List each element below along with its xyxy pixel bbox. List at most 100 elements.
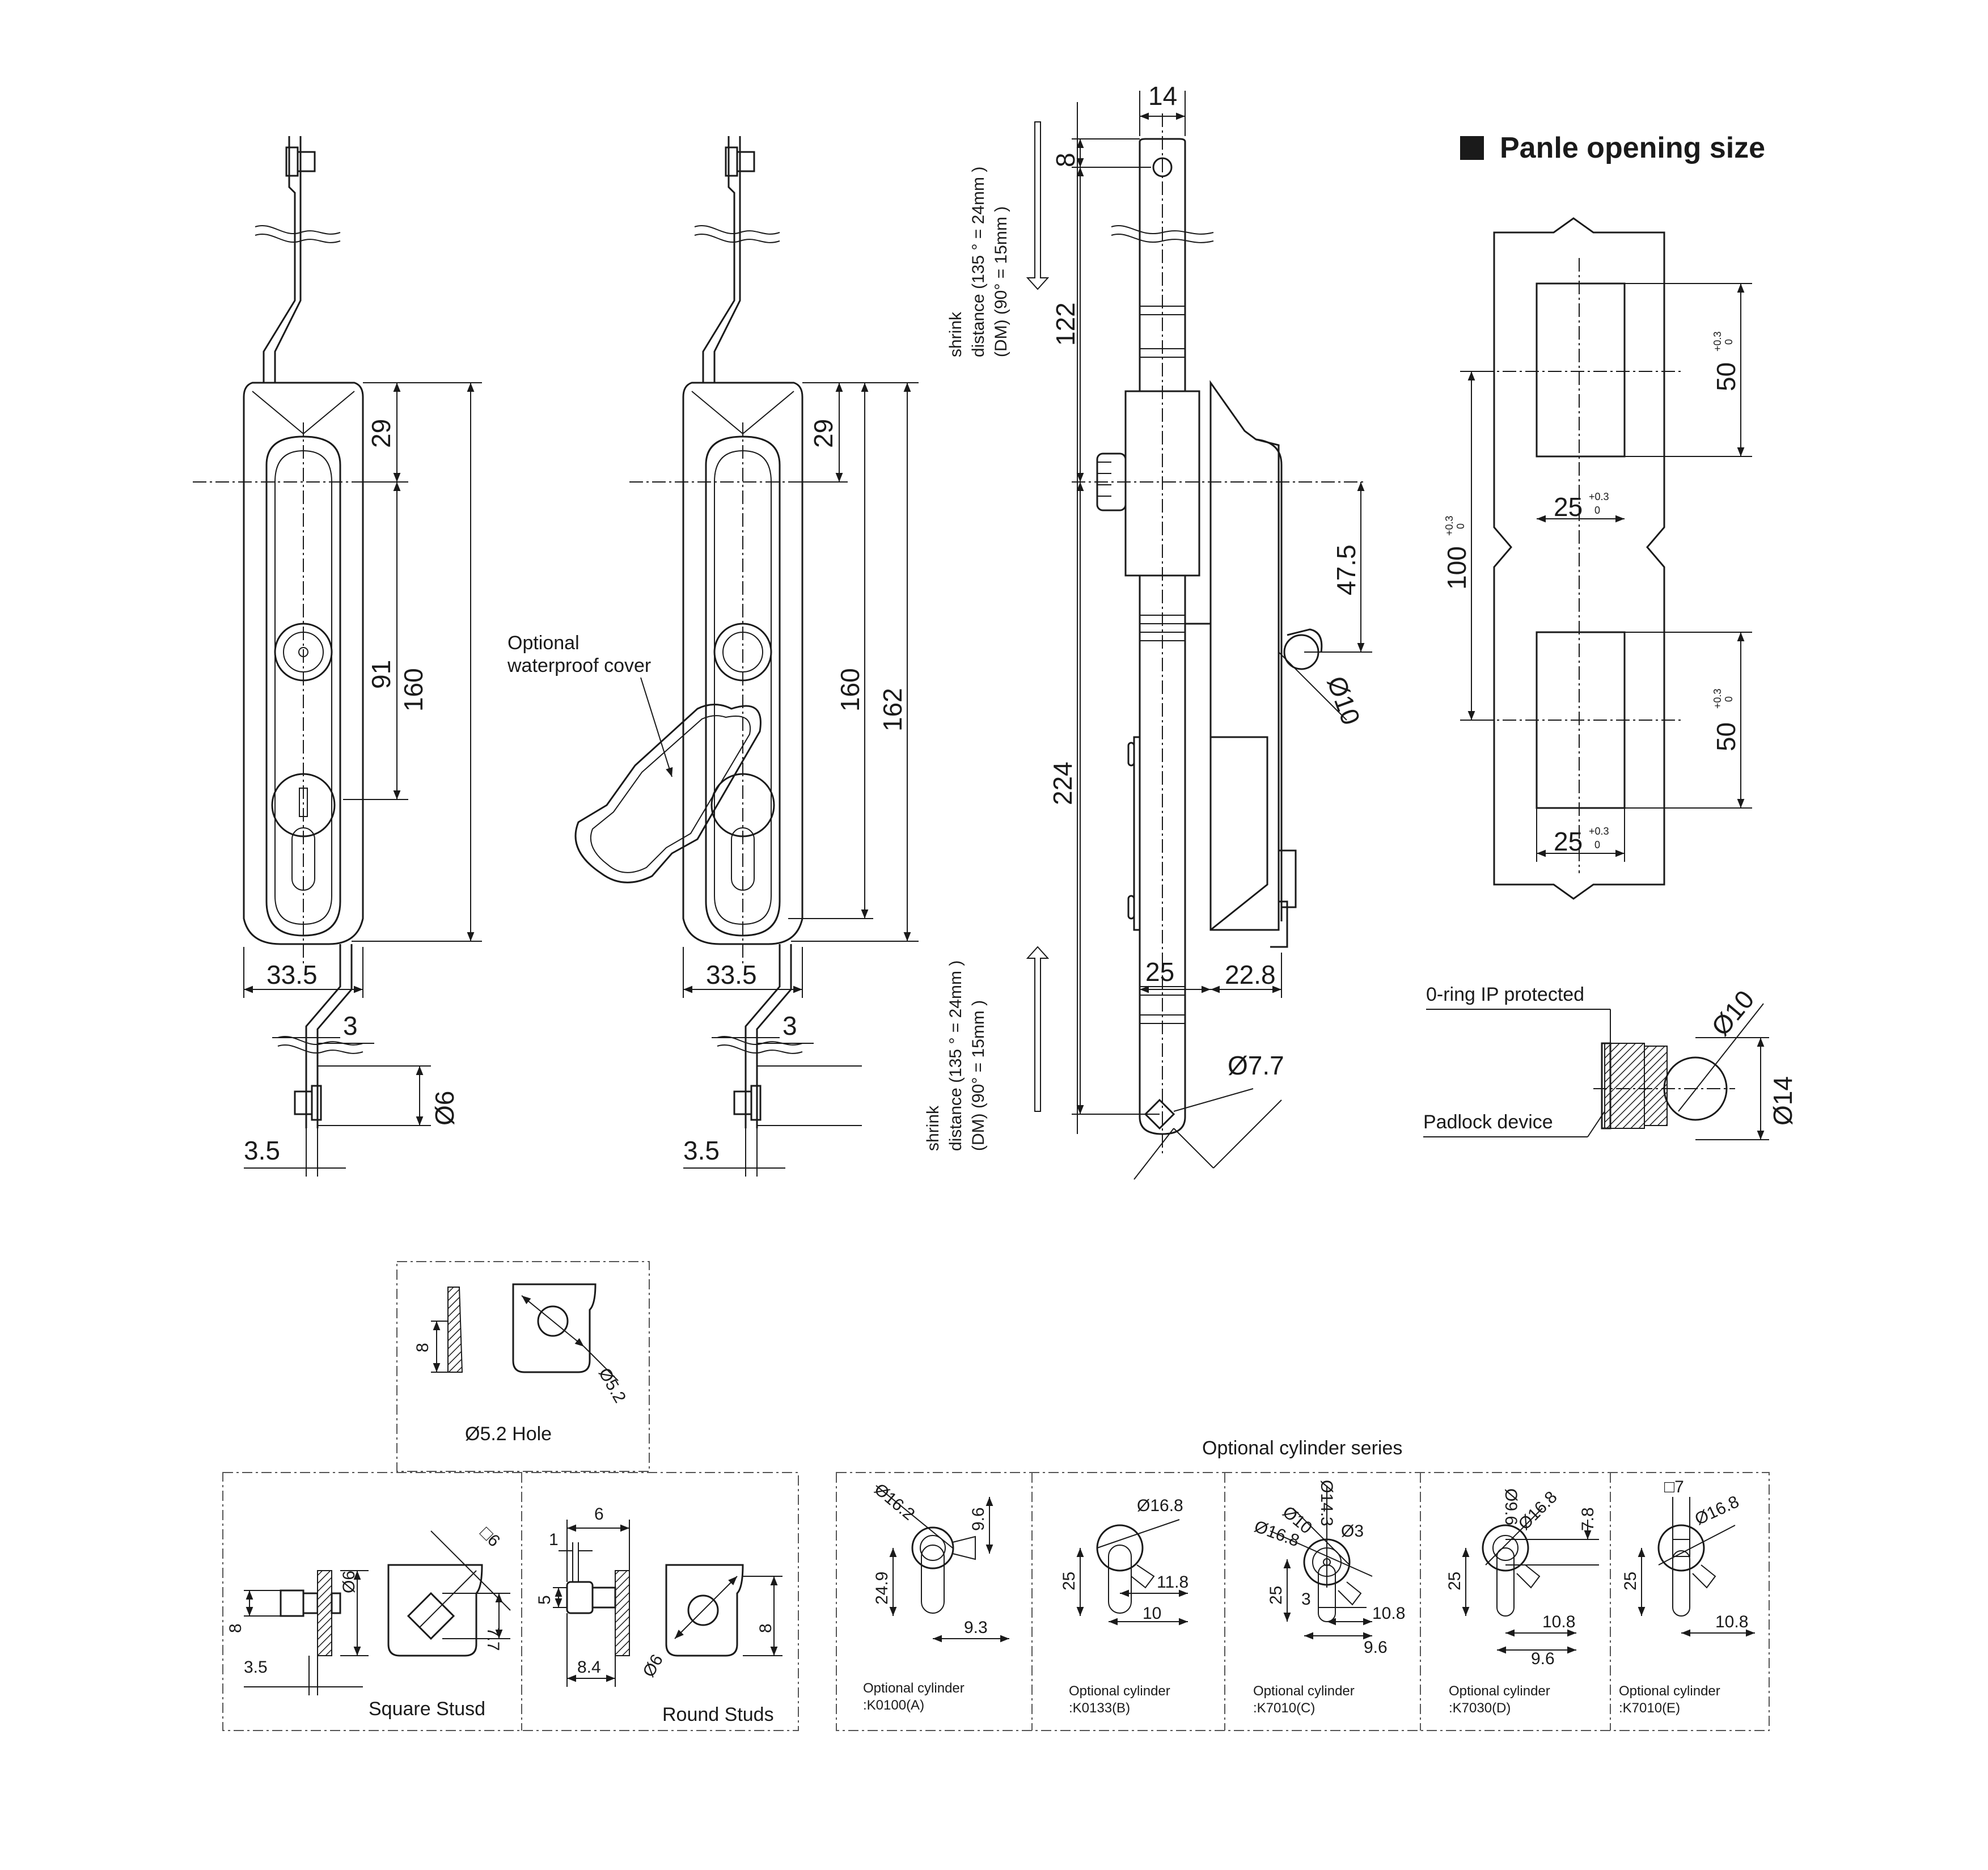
- dim-v1-29: 29: [366, 419, 396, 448]
- front-view-waterproof: Optional waterproof cover 29 160 162 33.…: [507, 136, 919, 1177]
- dim-v2-3: 3: [782, 1011, 797, 1040]
- cylinder-series-title: Optional cylinder series: [1202, 1437, 1402, 1459]
- cyl-b-caption1: Optional cylinder: [1069, 1683, 1170, 1699]
- dim-side-d77: Ø7.7: [1228, 1051, 1284, 1080]
- padlock-d10: Ø10: [1706, 984, 1760, 1041]
- panel-h100-tol-plus: +0.3: [1444, 515, 1455, 536]
- panel-h50-top-tol-zero: 0: [1723, 339, 1735, 345]
- shrink-top-line2: distance (135 ° = 24mm ): [969, 167, 988, 357]
- cyl-c-caption1: Optional cylinder: [1253, 1683, 1355, 1699]
- shrink-top-line3: (DM) (90° = 15mm ): [992, 206, 1010, 357]
- sq-d35: 3.5: [244, 1658, 268, 1677]
- cyl-c-dim6: 3: [1301, 1590, 1311, 1609]
- oring-label: 0-ring IP protected: [1426, 984, 1584, 1005]
- cyl-d-dim5: 10.8: [1542, 1613, 1575, 1631]
- panel-h50-top-tol-plus: +0.3: [1712, 331, 1723, 352]
- cyl-c-dim8: 9.6: [1364, 1638, 1388, 1657]
- cyl-d-dim3: 7.8: [1579, 1507, 1597, 1531]
- panel-title-square: [1460, 136, 1484, 160]
- cyl-a-dim4: 9.3: [964, 1618, 988, 1637]
- rd-d8: 8: [756, 1623, 775, 1633]
- dim-side-8: 8: [1051, 153, 1080, 167]
- dim-v2-35: 3.5: [683, 1136, 720, 1165]
- cyl-d-caption2: :K7030(D): [1449, 1700, 1511, 1716]
- cyl-a-caption1: Optional cylinder: [863, 1681, 965, 1696]
- panel-h50-bot-tol-zero: 0: [1723, 696, 1735, 702]
- cyl-a-dim3: 24.9: [873, 1572, 891, 1605]
- panel-w25-top-tol-zero: 0: [1594, 505, 1600, 516]
- panel-w25-bot-tol-zero: 0: [1594, 839, 1600, 851]
- hole-dim-d52: Ø5.2: [595, 1365, 629, 1406]
- panel-h50-bot-tol-plus: +0.3: [1712, 688, 1723, 709]
- rd-d1: 1: [549, 1530, 559, 1549]
- dim-v1-335: 33.5: [267, 960, 318, 989]
- rd-d6-top: 6: [594, 1505, 604, 1524]
- cyl-a-caption2: :K0100(A): [863, 1698, 924, 1713]
- cylinder-series: Optional cylinder series Ø16.2 9.6 24.9 …: [836, 1437, 1770, 1731]
- cyl-c-dim4: Ø3: [1341, 1522, 1364, 1541]
- cyl-d-dim1: Ø9.6: [1501, 1488, 1520, 1525]
- dim-v1-3: 3: [343, 1011, 358, 1040]
- studs-box: Ø6 □6 7.7 8 3.5 Square Stusd 6 1 5 8.4 Ø…: [222, 1472, 799, 1731]
- cyl-c-dim1: Ø14.3: [1317, 1480, 1336, 1526]
- shrink-top-line1: shrink: [946, 311, 965, 357]
- waterproof-label-line2: waterproof cover: [507, 655, 651, 676]
- cyl-a-dim1: Ø16.2: [871, 1480, 919, 1524]
- dim-v2-29: 29: [809, 419, 838, 448]
- cyl-c-dim5: 25: [1267, 1586, 1285, 1605]
- cyl-e-caption2: :K7010(E): [1619, 1700, 1680, 1716]
- dim-side-d10: Ø10: [1322, 672, 1367, 729]
- panel-w25-top-tol-plus: +0.3: [1589, 491, 1609, 502]
- cyl-c-dim7: 10.8: [1372, 1604, 1405, 1623]
- dim-side-14: 14: [1148, 81, 1177, 111]
- rd-d84: 8.4: [577, 1658, 601, 1677]
- padlock-label: Padlock device: [1423, 1111, 1553, 1133]
- shrink-bottom-line3: (DM) (90° = 15mm ): [969, 1000, 988, 1151]
- rd-d6-dia: Ø6: [639, 1651, 667, 1680]
- rd-d5: 5: [535, 1595, 554, 1605]
- padlock-d14: Ø14: [1768, 1076, 1797, 1126]
- dim-v2-335: 33.5: [706, 960, 757, 989]
- panel-h100: 100: [1442, 546, 1471, 590]
- panel-w25-top: 25: [1554, 492, 1583, 522]
- dim-v2-160: 160: [835, 668, 865, 712]
- shrink-bottom-line1: shrink: [924, 1105, 942, 1151]
- hole-dim-8: 8: [413, 1343, 432, 1352]
- hole-caption: Ø5.2 Hole: [465, 1423, 552, 1445]
- cyl-e-dim2: Ø16.8: [1692, 1492, 1742, 1529]
- cyl-e-dim4: 10.8: [1715, 1613, 1748, 1631]
- panel-opening-size: Panle opening size 50 +0.3 0 50 +0.3 0 1…: [1442, 132, 1765, 900]
- dim-v1-35: 3.5: [244, 1136, 280, 1165]
- round-studs-caption: Round Studs: [662, 1704, 774, 1725]
- panel-h50-bot: 50: [1711, 722, 1741, 751]
- padlock-detail: 0-ring IP protected Padlock device Ø10 Ø…: [1423, 984, 1797, 1140]
- cyl-e-dim3: 25: [1621, 1572, 1640, 1590]
- panel-h100-tol-zero: 0: [1455, 523, 1466, 529]
- cyl-b-dim1: Ø16.8: [1137, 1496, 1183, 1515]
- waterproof-label-line1: Optional: [507, 632, 580, 654]
- front-view-handle: 29 91 160 33.5 3 Ø6 3.5: [193, 136, 482, 1177]
- cyl-d-dim4: 25: [1445, 1572, 1464, 1590]
- cyl-d-caption1: Optional cylinder: [1449, 1683, 1550, 1699]
- sq-d77: 7.7: [484, 1627, 502, 1651]
- panel-title: Panle opening size: [1500, 132, 1765, 164]
- sq-sq6: □6: [476, 1524, 504, 1551]
- dim-v1-160: 160: [399, 668, 428, 712]
- side-view: shrink distance (135 ° = 24mm ) (DM) (90…: [924, 81, 1372, 1180]
- cyl-e-dim1: □7: [1664, 1478, 1684, 1496]
- hole-detail-box: 8 Ø5.2 Ø5.2 Hole: [396, 1261, 650, 1472]
- cyl-b-dim4: 10: [1143, 1604, 1161, 1623]
- cyl-d-dim2: Ø16.8: [1515, 1488, 1561, 1534]
- square-studs-caption: Square Stusd: [369, 1698, 485, 1720]
- cyl-b-dim3: 11.8: [1157, 1573, 1188, 1592]
- cyl-b-caption2: :K0133(B): [1069, 1700, 1130, 1716]
- dim-side-228: 22.8: [1225, 960, 1276, 989]
- dim-side-224: 224: [1048, 761, 1077, 805]
- cyl-d-dim6: 9.6: [1531, 1649, 1555, 1668]
- shrink-bottom-line2: distance (135 ° = 24mm ): [946, 961, 965, 1151]
- panel-h50-top: 50: [1711, 362, 1741, 391]
- dim-side-122: 122: [1051, 302, 1080, 346]
- panel-w25-bot-tol-plus: +0.3: [1589, 826, 1609, 837]
- sq-d8: 8: [226, 1623, 245, 1633]
